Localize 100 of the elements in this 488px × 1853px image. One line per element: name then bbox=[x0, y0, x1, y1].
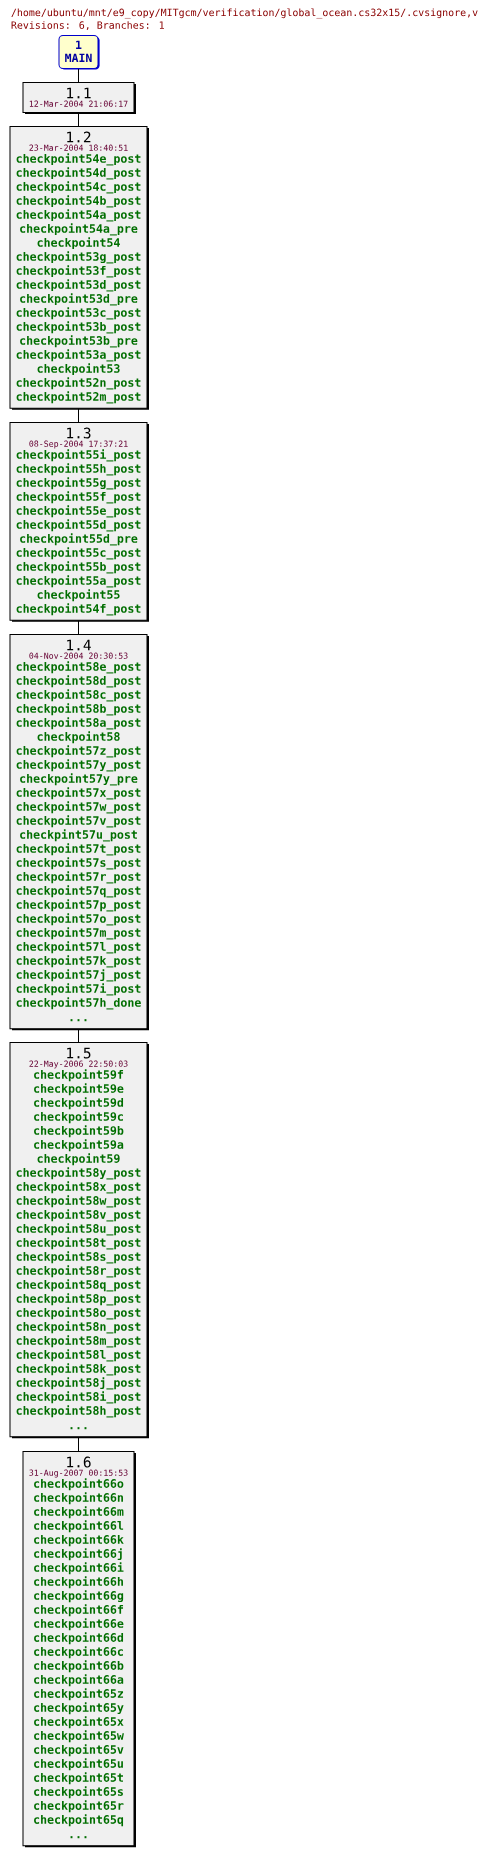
tag-label: checkpoint57y_post bbox=[16, 759, 141, 772]
tag-label: checkpoint58q_post bbox=[16, 1279, 141, 1292]
tag-label: checkpoint57j_post bbox=[16, 969, 141, 982]
tag-label: checkpoint58x_post bbox=[16, 1181, 141, 1194]
tag-label: checkpoint58m_post bbox=[16, 1335, 141, 1348]
tag-label: checkpoint65t bbox=[34, 1772, 123, 1785]
connector-line bbox=[78, 1028, 79, 1043]
tag-label: checkpint57u_post bbox=[20, 829, 137, 842]
tag-label: checkpoint66g bbox=[34, 1590, 124, 1603]
tag-label: checkpoint55d_pre bbox=[20, 533, 138, 546]
tag-label: checkpoint55 bbox=[37, 589, 120, 602]
file-path-title: /home/ubuntu/mnt/e9_copy/MITgcm/verification/global_ocean.cs32x15/.cvsignore,v bbox=[11, 8, 478, 19]
tag-label: checkpoint55f_post bbox=[16, 491, 141, 504]
tag-label: checkpoint55b_post bbox=[16, 561, 141, 574]
connector-line bbox=[78, 112, 79, 127]
revision-number: 1.6 bbox=[67, 1456, 91, 1468]
tag-label: checkpoint54 bbox=[37, 237, 120, 250]
revision-box bbox=[9, 422, 149, 622]
ellipsis-text: ... bbox=[70, 1427, 87, 1430]
tag-label: checkpoint66l bbox=[34, 1520, 124, 1533]
tag-label: checkpoint66o bbox=[34, 1478, 124, 1491]
tag-label: checkpoint57i_post bbox=[16, 983, 141, 996]
tag-label: checkpoint58c_post bbox=[16, 689, 141, 702]
tag-label: checkpoint58j_post bbox=[16, 1377, 141, 1390]
tag-label: checkpoint54a_pre bbox=[20, 223, 138, 236]
tag-label: checkpoint66a bbox=[34, 1674, 124, 1687]
tag-label: checkpoint57k_post bbox=[16, 955, 141, 968]
tag-label: checkpoint54a_post bbox=[16, 209, 141, 222]
tag-label: checkpoint59b bbox=[34, 1125, 124, 1138]
tag-label: checkpoint57l_post bbox=[16, 941, 141, 954]
revision-date: 22-May-2006 22:50:03 bbox=[29, 1060, 128, 1069]
ellipsis-text: ... bbox=[70, 1836, 87, 1839]
tag-label: checkpoint55i_post bbox=[16, 449, 141, 462]
tag-label: checkpoint52n_post bbox=[16, 377, 141, 390]
tag-label: checkpoint66i bbox=[34, 1562, 124, 1575]
tag-label: checkpoint66j bbox=[34, 1548, 122, 1561]
revision-date: 08-Sep-2004 17:37:21 bbox=[29, 440, 128, 449]
tag-label: checkpoint57v_post bbox=[16, 815, 141, 828]
tag-label: checkpoint65z bbox=[34, 1688, 124, 1701]
branch-box bbox=[58, 35, 100, 70]
revision-date: 23-Mar-2004 18:40:51 bbox=[29, 144, 128, 151]
tag-label: checkpoint58d_post bbox=[16, 675, 141, 688]
tag-label: checkpoint57s_post bbox=[16, 857, 141, 870]
revision-box bbox=[9, 126, 149, 410]
tag-label: checkpoint65r bbox=[34, 1800, 124, 1813]
revision-date: 12-Mar-2004 21:06:17 bbox=[29, 100, 128, 107]
tag-label: checkpoint57q_post bbox=[16, 885, 141, 898]
tag-label: checkpoint58t_post bbox=[16, 1237, 141, 1250]
tag-label: checkpoint58w_post bbox=[16, 1195, 141, 1208]
tag-label: checkpoint58k_post bbox=[16, 1363, 141, 1376]
tag-label: checkpoint66d bbox=[34, 1632, 124, 1645]
revision-number: 1.2 bbox=[67, 131, 91, 143]
revision-number: 1.4 bbox=[67, 639, 91, 651]
tag-label: checkpoint59a bbox=[34, 1139, 124, 1152]
tag-label: checkpoint58h_post bbox=[16, 1405, 141, 1418]
tag-label: checkpoint54f_post bbox=[16, 603, 141, 616]
connector-line bbox=[78, 408, 79, 423]
tag-label: checkpoint65y bbox=[34, 1702, 124, 1715]
tag-label: checkpoint66h bbox=[34, 1576, 123, 1589]
tag-label: checkpoint57z_post bbox=[16, 745, 141, 758]
branch-number: 1 bbox=[76, 40, 82, 49]
tag-label: checkpoint59d bbox=[34, 1097, 124, 1110]
tag-label: checkpoint58l_post bbox=[16, 1349, 141, 1362]
tag-label: checkpoint57o_post bbox=[16, 913, 141, 926]
revision-date: 31-Aug-2007 00:15:53 bbox=[29, 1469, 128, 1478]
tag-label: checkpoint55e_post bbox=[16, 505, 141, 518]
tag-label: checkpoint57r_post bbox=[16, 871, 141, 884]
tag-label: checkpoint58p_post bbox=[16, 1293, 141, 1306]
tag-label: checkpoint55h_post bbox=[16, 463, 141, 476]
revision-number: 1.3 bbox=[67, 427, 91, 439]
tag-label: checkpoint58r_post bbox=[16, 1265, 141, 1278]
tag-label: checkpoint58u_post bbox=[16, 1223, 141, 1236]
tag-label: checkpoint54d_post bbox=[16, 167, 141, 180]
connector-line bbox=[78, 620, 79, 635]
tag-label: checkpoint58 bbox=[37, 731, 120, 744]
revision-box bbox=[9, 1042, 149, 1439]
ellipsis-text: ... bbox=[70, 1019, 87, 1022]
tag-label: checkpoint58i_post bbox=[16, 1391, 141, 1404]
tag-label: checkpoint57x_post bbox=[16, 787, 141, 800]
tag-label: checkpoint58e_post bbox=[16, 661, 141, 674]
tag-label: checkpoint54c_post bbox=[16, 181, 141, 194]
tag-label: checkpoint57w_post bbox=[16, 801, 141, 814]
tag-label: checkpoint55g_post bbox=[16, 477, 141, 490]
tag-label: checkpoint58b_post bbox=[16, 703, 141, 716]
tag-label: checkpoint53b_post bbox=[16, 321, 141, 334]
tag-label: checkpoint65q bbox=[34, 1814, 124, 1827]
tag-label: checkpoint58a_post bbox=[16, 717, 141, 730]
tag-label: checkpoint58s_post bbox=[16, 1251, 141, 1264]
tag-label: checkpoint57t_post bbox=[16, 843, 141, 856]
tag-label: checkpoint53d_post bbox=[16, 279, 141, 292]
tag-label: checkpoint57y_pre bbox=[20, 773, 138, 786]
tag-label: checkpoint55c_post bbox=[16, 547, 141, 560]
tag-label: checkpoint57h_done bbox=[16, 997, 141, 1010]
tag-label: checkpoint58v_post bbox=[16, 1209, 141, 1222]
connector-line bbox=[78, 1436, 79, 1452]
tag-label: checkpoint66e bbox=[34, 1618, 124, 1631]
tag-label: checkpoint53b_pre bbox=[20, 335, 138, 348]
tag-label: checkpoint55a_post bbox=[16, 575, 141, 588]
tag-label: checkpoint65v bbox=[34, 1744, 124, 1757]
tag-label: checkpoint58y_post bbox=[16, 1167, 141, 1180]
